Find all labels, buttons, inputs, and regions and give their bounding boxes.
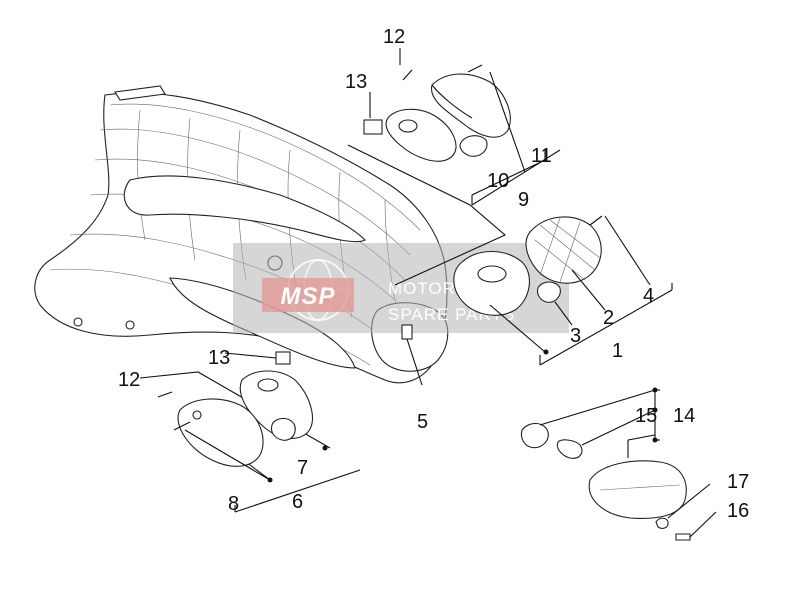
callout-15: 15 [635, 405, 657, 427]
assembly-top [347, 48, 561, 286]
assembly-bottom-right [520, 387, 717, 541]
callout-12-left: 12 [118, 369, 140, 391]
callout-6: 6 [292, 491, 303, 513]
callout-13-top: 13 [345, 71, 367, 93]
callout-labels: 1 2 3 4 5 6 7 8 9 10 11 12 12 13 13 14 1… [118, 26, 749, 522]
assembly-right [453, 215, 673, 366]
callout-16: 16 [727, 500, 749, 522]
part-pin [401, 324, 423, 386]
callout-17: 17 [727, 471, 749, 493]
callout-14: 14 [673, 405, 695, 427]
callout-10: 10 [487, 170, 509, 192]
callout-4: 4 [643, 285, 654, 307]
callout-2: 2 [603, 307, 614, 329]
callout-3: 3 [570, 325, 581, 347]
front-shield [34, 85, 449, 384]
callout-11: 11 [531, 145, 552, 167]
watermark-logo: MSP [280, 283, 335, 310]
callout-9: 9 [518, 189, 529, 211]
assembly-left [139, 351, 361, 513]
callout-13-left: 13 [208, 347, 230, 369]
callout-7: 7 [297, 457, 308, 479]
callout-12-top: 12 [383, 26, 405, 48]
callout-8: 8 [228, 493, 239, 515]
callout-1: 1 [612, 340, 623, 362]
callout-5: 5 [417, 411, 428, 433]
